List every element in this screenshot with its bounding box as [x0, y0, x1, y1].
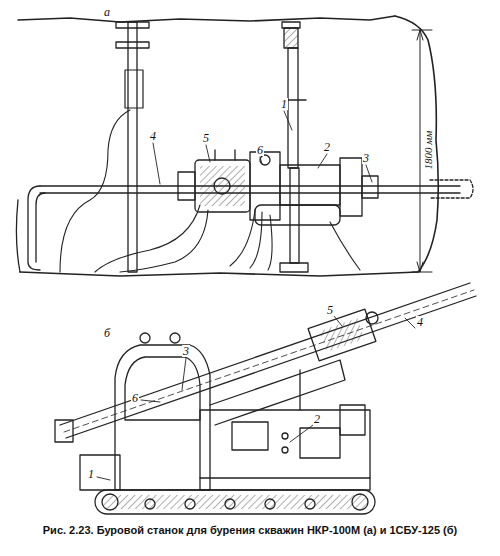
panel-letter: а [103, 6, 111, 18]
leader-lines [153, 111, 372, 184]
callout-number: 1 [280, 98, 288, 110]
figure-caption: Рис. 2.23. Буровой станок для бурения ск… [8, 524, 492, 538]
support-pillar [116, 22, 149, 272]
callout-number: 4 [149, 130, 157, 142]
callout-number: 4 [416, 316, 424, 328]
callout-number: 6 [131, 392, 139, 404]
boom [55, 283, 476, 442]
crawler-tracks [95, 490, 375, 514]
spacer-column [280, 22, 308, 272]
callout-number: 2 [313, 413, 321, 425]
operator-cabin [115, 333, 210, 490]
dimension: 1800 мм [423, 130, 434, 171]
callout-number: 5 [202, 132, 210, 144]
panel-letter: б [103, 327, 111, 339]
callout-number: 3 [182, 345, 190, 357]
tunnel-outline [16, 16, 438, 276]
callout-number: 5 [326, 304, 334, 316]
hoses [60, 110, 360, 272]
callout-number: 2 [323, 141, 331, 153]
leader-lines [97, 316, 415, 480]
callout-number: 6 [256, 144, 264, 156]
callout-number: 3 [362, 152, 370, 164]
callout-number: 1 [87, 468, 95, 480]
rotary-head [308, 309, 378, 361]
